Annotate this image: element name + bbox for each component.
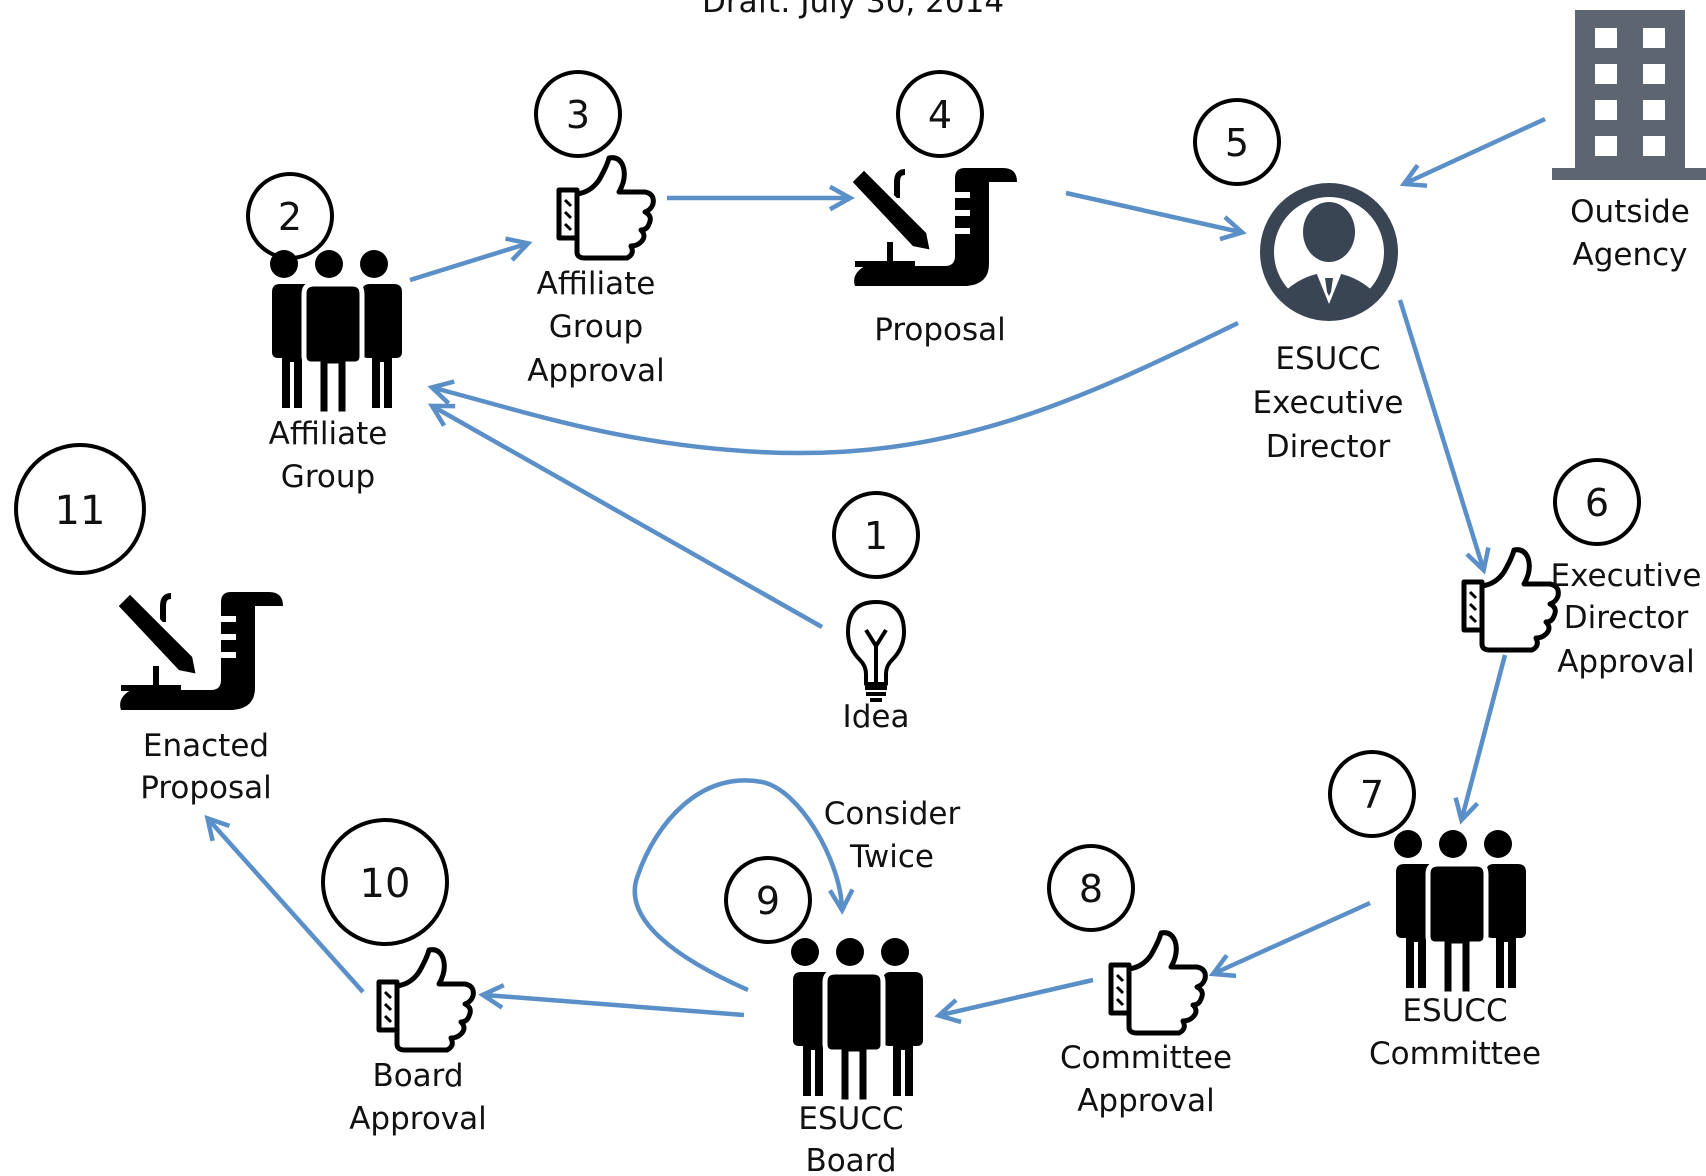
- thumbs-up-icon: [1111, 933, 1205, 1033]
- node-board-approval: 10 Board Approval: [321, 818, 487, 1137]
- people-icon: [1388, 830, 1526, 994]
- node-label-line-3: Director: [1266, 429, 1391, 465]
- node-affiliate-group-approval: 3 Affiliate Group Approval: [527, 70, 665, 389]
- loop-label-line-2: Twice: [849, 839, 934, 875]
- step-badge: [534, 70, 622, 158]
- arrow-director-approval-to-committee: [1462, 654, 1508, 818]
- node-executive-director-approval: 6 Executive Director Approval: [1464, 458, 1702, 680]
- step-badge: [321, 818, 449, 946]
- draft-date: Draft: July 30, 2014: [702, 0, 1004, 20]
- people-icon: [264, 250, 402, 414]
- node-label-line-2: Approval: [1077, 1083, 1215, 1119]
- node-label-line-1: Affiliate: [269, 416, 388, 452]
- arrows: [209, 116, 1546, 1018]
- people-icon: [785, 938, 923, 1102]
- step-badge: [1328, 750, 1416, 838]
- step-badge: [14, 443, 146, 575]
- node-label-line-1: Committee: [1060, 1040, 1232, 1076]
- step-number: 9: [756, 879, 780, 923]
- node-executive-director: 5 ESUCC Executive Director: [1193, 98, 1404, 465]
- node-label-line-1: ESUCC: [798, 1101, 903, 1137]
- node-outside-agency: Outside Agency: [1552, 10, 1706, 273]
- node-label-line-1: Outside: [1570, 194, 1690, 230]
- node-label-line-1: Affiliate: [537, 266, 656, 302]
- node-affiliate-group: 2 Affiliate Group: [246, 172, 402, 495]
- arrow-director-to-affiliate-group: [434, 320, 1239, 456]
- lightbulb-icon: [846, 600, 906, 702]
- arrow-director-to-director-approval: [1397, 299, 1483, 568]
- step-badge: [832, 491, 920, 579]
- document-pen-icon: [116, 592, 283, 710]
- step-badge: [896, 70, 984, 158]
- step-badge: [1553, 458, 1641, 546]
- thumbs-up-icon: [559, 158, 653, 258]
- building-icon: [1552, 10, 1706, 180]
- arrow-board-approval-to-enacted: [209, 820, 365, 994]
- node-committee-approval: 8 Committee Approval: [1047, 844, 1232, 1119]
- step-number: 6: [1585, 481, 1609, 525]
- person-circle-icon: [1260, 183, 1398, 321]
- node-idea: Idea 1: [832, 491, 920, 735]
- arrow-committee-to-committee-approval: [1215, 900, 1371, 973]
- arrow-proposal-to-director: [1065, 190, 1240, 232]
- node-label-line-2: Committee: [1369, 1036, 1541, 1072]
- step-number: 7: [1360, 773, 1384, 817]
- arrow-board-to-board-approval: [485, 995, 745, 1018]
- arrow-committee-approval-to-board: [941, 977, 1094, 1015]
- node-label-line-3: Approval: [1557, 644, 1695, 680]
- node-label-line-2: Executive: [1253, 385, 1404, 421]
- node-label-line-1: Board: [372, 1058, 463, 1094]
- node-label-line-2: Director: [1564, 600, 1689, 636]
- document-pen-icon: [850, 168, 1017, 286]
- node-label: Idea: [843, 699, 910, 735]
- arrow-consider-twice-loop: [632, 778, 842, 993]
- node-label-line-1: Executive: [1551, 558, 1702, 594]
- arrow-affiliate-group-to-approval: [409, 244, 526, 283]
- node-label: Proposal: [874, 312, 1006, 348]
- node-label-line-3: Approval: [527, 353, 665, 389]
- step-badge: [724, 856, 812, 944]
- node-board: 9 ESUCC Board Consider Twice: [724, 796, 961, 1176]
- node-label-line-2: Group: [281, 459, 375, 495]
- thumbs-up-icon: [1464, 550, 1558, 650]
- node-enacted-proposal: 11 Enacted Proposal: [14, 443, 283, 806]
- step-badge: [1047, 844, 1135, 932]
- step-number: 10: [360, 861, 411, 907]
- step-number: 1: [864, 514, 888, 558]
- arrow-idea-to-affiliate-group: [434, 407, 824, 629]
- step-number: 5: [1225, 121, 1249, 165]
- node-label-line-2: Agency: [1573, 237, 1688, 273]
- step-number: 2: [278, 195, 302, 239]
- step-number: 11: [55, 488, 106, 534]
- node-label-line-1: ESUCC: [1275, 341, 1380, 377]
- node-label-line-2: Group: [549, 309, 643, 345]
- step-badge: [1193, 98, 1281, 186]
- arrow-agency-to-director: [1406, 116, 1546, 183]
- node-committee: 7 ESUCC Committee: [1328, 750, 1541, 1072]
- node-proposal: 4 Proposal: [850, 70, 1017, 348]
- step-number: 8: [1079, 867, 1103, 911]
- loop-label-line-1: Consider: [824, 796, 961, 832]
- step-number: 4: [928, 93, 952, 137]
- thumbs-up-icon: [379, 950, 473, 1050]
- node-label-line-1: ESUCC: [1402, 993, 1507, 1029]
- node-label-line-2: Approval: [349, 1101, 487, 1137]
- node-label-line-1: Enacted: [143, 728, 269, 764]
- step-number: 3: [566, 93, 590, 137]
- node-label-line-2: Board: [805, 1143, 896, 1176]
- node-label-line-2: Proposal: [140, 770, 272, 806]
